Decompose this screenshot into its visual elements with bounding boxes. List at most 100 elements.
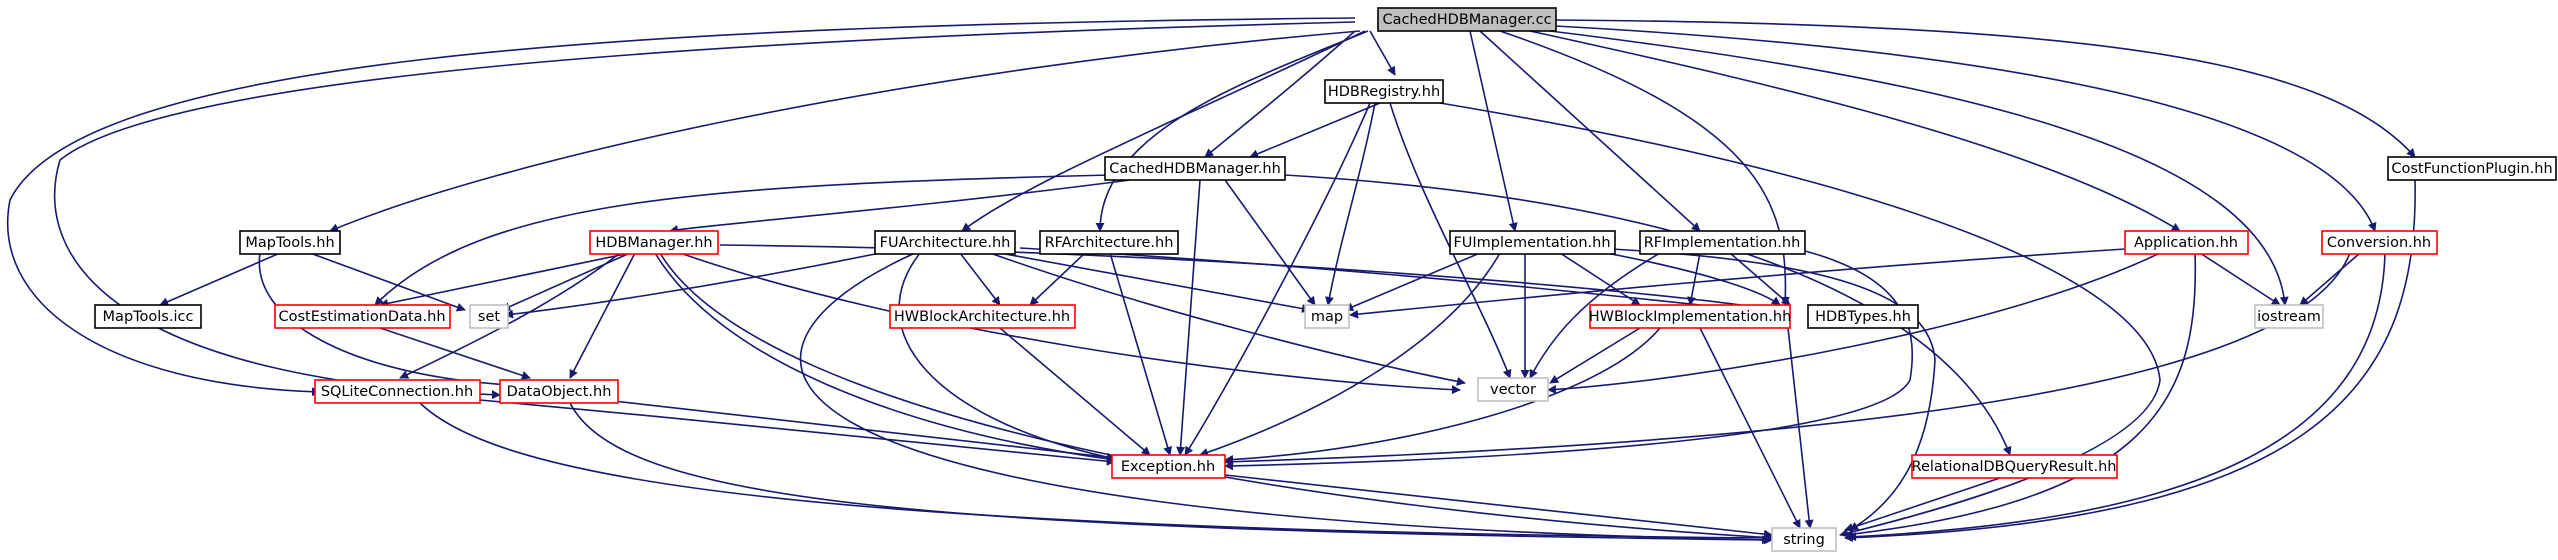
edge-fuarchitecture-to-map [999,252,1311,313]
node-cachedhdbmanager-hh[interactable]: CachedHDBManager.hh [1104,156,1286,181]
edge-root-to-sqliteconnection [6,17,1356,397]
node-label: RFImplementation.hh [1644,235,1801,251]
edge-root-to-rfarchitecture [1095,30,1369,232]
edge-root-to-iostream [1549,30,2289,306]
node-hwblockarchitecture-hh[interactable]: HWBlockArchitecture.hh [889,304,1076,329]
node-iostream[interactable]: iostream [2254,304,2324,329]
edge-fuarchitecture-to-set [504,252,881,319]
edge-hdbmanager-to-sqliteconnection [399,252,621,379]
node-hdbmanager-hh[interactable]: HDBManager.hh [589,230,719,255]
node-rfimplementation-hh[interactable]: RFImplementation.hh [1639,230,1806,255]
node-fuarchitecture-hh[interactable]: FUArchitecture.hh [874,230,1016,255]
node-label: string [1783,532,1825,548]
edge-root-to-maptools [329,30,1361,233]
edge-cachedhdbmanager-hh-to-hdbmanager [669,179,1131,234]
node-fuimplementation-hh[interactable]: FUImplementation.hh [1449,230,1616,255]
node-dataobject-hh[interactable]: DataObject.hh [499,379,619,404]
edge-fuarchitecture-to-vector [989,252,1466,386]
node-vector[interactable]: vector [1477,377,1549,402]
node-label: RFArchitecture.hh [1045,235,1174,251]
edge-conversion-to-iostream [2299,252,2361,306]
node-label: RelationalDBQueryResult.hh [1912,459,2117,475]
node-label: iostream [2257,309,2321,325]
edge-hdbmanager-to-exception [654,252,1116,464]
edge-hwblockimplementation-to-exception [1224,327,1661,465]
node-hdbtypes-hh[interactable]: HDBTypes.hh [1807,304,1919,329]
edge-hdbmanager-to-vector [679,252,1461,395]
edge-root-to-fuarchitecture [961,30,1366,232]
node-conversion-hh[interactable]: Conversion.hh [2321,230,2438,255]
edge-rfimplementation-to-vector [1529,252,1661,379]
node-string[interactable]: string [1771,527,1837,552]
edge-root-to-dataobject [53,21,1356,400]
edge-root-to-hdbregistry [1369,30,1396,76]
node-hwblockimplementation-hh[interactable]: HWBlockImplementation.hh [1589,304,1792,329]
edge-application-to-map [1349,247,2141,319]
edge-maptools-to-dataobject [258,252,511,389]
edge-root-to-hdbtypes [1499,30,1790,306]
node-label: DataObject.hh [507,384,612,400]
edge-hdbmanager-to-costestimationdata [379,252,631,308]
edge-hdbmanager-to-dataobject [569,252,636,379]
edge-dataobject-to-exception [604,399,1116,462]
edge-root-to-fuimplementation [1469,30,1518,232]
node-label: MapTools.icc [103,309,194,325]
edge-root-to-costfunctionplugin [1554,19,2416,158]
node-hdbregistry-hh[interactable]: HDBRegistry.hh [1324,79,1444,104]
edge-fuimplementation-to-string [1589,247,1936,531]
node-label: HDBTypes.hh [1815,309,1911,325]
edge-rfarchitecture-to-hwblockarchitecture [1029,252,1086,306]
edge-fuimplementation-to-hwblockimplementation [1559,252,1641,306]
node-cachedhdbmanager-cc[interactable]: CachedHDBManager.cc [1377,7,1557,32]
edge-maptools-to-set [309,252,466,312]
edge-application-to-vector [1547,252,2161,394]
edge-conversion-to-string [1847,252,2386,542]
edge-exception-to-string [1224,474,1773,539]
node-costfunctionplugin-hh[interactable]: CostFunctionPlugin.hh [2387,156,2557,181]
edge-hwblockimplementation-to-vector [1549,327,1641,384]
edge-root-to-application [1529,30,2181,232]
node-label: MapTools.hh [245,235,334,251]
edge-cachedhdbmanager-hh-to-exception [1176,179,1201,456]
node-label: FUArchitecture.hh [880,235,1011,251]
edge-hdbmanager-to-string [659,252,1776,543]
edge-rfimplementation-to-hwblockimplementation [1687,252,1701,306]
edge-dataobject-to-string [569,402,1773,545]
edge-rfimplementation-to-exception [1224,244,1914,471]
edge-hdbregistry-to-cachedhdbmanager-hh [1249,102,1381,159]
edge-cachedhdbmanager-hh-to-map [1224,179,1316,306]
node-map[interactable]: map [1304,304,1350,329]
node-label: HDBRegistry.hh [1328,84,1440,100]
node-set[interactable]: set [469,304,509,329]
edge-hdbtypes-to-string [1787,327,1814,529]
edge-costestimationdata-to-dataobject [379,327,531,380]
node-label: HWBlockImplementation.hh [1589,309,1792,325]
node-label: set [478,309,500,325]
edge-root-to-conversion [1554,25,2377,232]
node-application-hh[interactable]: Application.hh [2124,230,2249,255]
edge-conversion-to-exception [1224,252,2351,467]
node-exception-hh[interactable]: Exception.hh [1111,454,1226,479]
node-maptools-icc[interactable]: MapTools.icc [94,304,202,329]
node-maptools-hh[interactable]: MapTools.hh [239,230,341,255]
node-label: CostEstimationData.hh [278,309,445,325]
edge-fuimplementation-to-hdbtypes [1579,247,1781,306]
edge-rfarchitecture-to-exception [1109,252,1173,456]
node-costestimationdata-hh[interactable]: CostEstimationData.hh [274,304,451,329]
edge-application-to-string [1844,252,2197,539]
edge-costfunctionplugin-to-string [1844,179,2416,543]
node-label: Exception.hh [1121,459,1215,475]
node-sqliteconnection-hh[interactable]: SQLiteConnection.hh [314,379,481,404]
node-label: vector [1490,382,1536,398]
edge-hdbregistry-to-string [1439,102,2161,538]
node-relationaldbqueryresult-hh[interactable]: RelationalDBQueryResult.hh [1911,454,2118,479]
node-rfarchitecture-hh[interactable]: RFArchitecture.hh [1039,230,1179,255]
edge-relationaldbqueryresult-to-string [1844,477,2001,532]
graph-nodes: CachedHDBManager.cc HDBRegistry.hh Cache… [94,7,2557,552]
node-label: HDBManager.hh [595,235,712,251]
edge-root-to-cachedhdbmanager-hh [1204,30,1356,158]
edge-cachedhdbmanager-hh-to-costestimationdata [374,174,1111,306]
node-label: Application.hh [2134,235,2238,251]
edge-sqliteconnection-to-string [419,402,1773,543]
edge-hdbregistry-to-exception [1184,102,1371,456]
